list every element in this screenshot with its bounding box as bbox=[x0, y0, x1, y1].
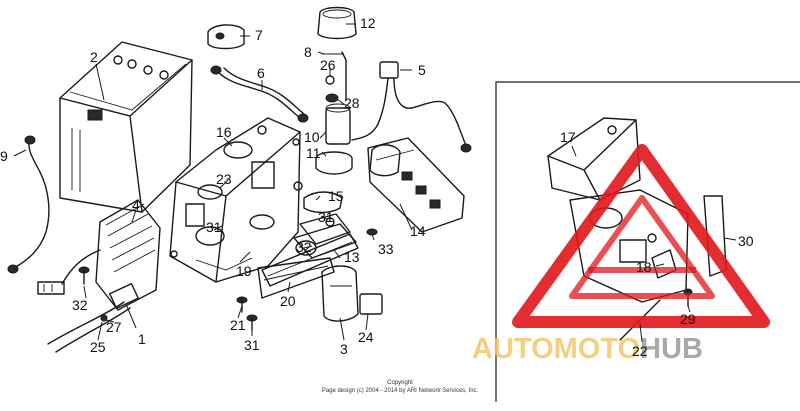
callout-30[interactable]: 30 bbox=[738, 233, 754, 249]
callout-14[interactable]: 14 bbox=[410, 223, 426, 239]
callout-28[interactable]: 28 bbox=[344, 95, 360, 111]
callout-18[interactable]: 18 bbox=[636, 259, 652, 275]
callout-6[interactable]: 6 bbox=[257, 65, 265, 81]
callout-31-a[interactable]: 31 bbox=[206, 219, 222, 235]
terminal-cover-part bbox=[207, 24, 245, 50]
callout-1[interactable]: 1 bbox=[138, 331, 146, 347]
callout-31-b[interactable]: 31 bbox=[318, 209, 334, 225]
callout-20[interactable]: 20 bbox=[280, 293, 296, 309]
callout-15[interactable]: 15 bbox=[328, 188, 344, 204]
callout-22[interactable]: 22 bbox=[632, 343, 648, 359]
svg-text:AUTOMOTOHUB: AUTOMOTOHUB bbox=[472, 333, 703, 365]
callout-31-c[interactable]: 31 bbox=[244, 337, 260, 353]
callout-19[interactable]: 19 bbox=[236, 263, 252, 279]
callout-labels: 1 2 3 4 5 6 7 8 9 10 11 12 13 14 15 16 1… bbox=[0, 15, 754, 359]
callout-7[interactable]: 7 bbox=[255, 27, 263, 43]
callout-4[interactable]: 4 bbox=[132, 197, 140, 213]
callout-12[interactable]: 12 bbox=[360, 15, 376, 31]
callout-16[interactable]: 16 bbox=[216, 124, 232, 140]
watermark-logo: AUTOMOTOHUB bbox=[472, 144, 770, 365]
callout-26[interactable]: 26 bbox=[320, 57, 336, 73]
battery-part bbox=[59, 41, 193, 213]
callout-9[interactable]: 9 bbox=[0, 148, 8, 164]
side-panel-part bbox=[261, 233, 359, 287]
callout-11[interactable]: 11 bbox=[306, 145, 321, 161]
bolt-parts bbox=[78, 228, 378, 331]
fuse-board-part bbox=[367, 137, 465, 233]
watermark-text-automoto: AUTOMOTO bbox=[472, 333, 640, 365]
callout-10[interactable]: 10 bbox=[304, 129, 320, 145]
callout-32-a[interactable]: 32 bbox=[296, 239, 312, 255]
callout-21[interactable]: 21 bbox=[230, 317, 246, 333]
starter-relay-cap-part bbox=[317, 6, 357, 40]
watermark-text-hub: HUB bbox=[640, 333, 703, 365]
rubber-pad-part bbox=[359, 293, 383, 315]
watermark-triangle-inner bbox=[569, 195, 715, 299]
starter-relay-part bbox=[315, 51, 353, 175]
rubber-strap-part bbox=[257, 257, 335, 299]
battery-cable-part bbox=[7, 135, 50, 274]
callout-13[interactable]: 13 bbox=[344, 249, 360, 265]
leader-lines bbox=[13, 23, 737, 343]
callout-2[interactable]: 2 bbox=[90, 49, 98, 65]
callout-25[interactable]: 25 bbox=[90, 339, 106, 355]
callout-27[interactable]: 27 bbox=[106, 319, 122, 335]
callout-32-b[interactable]: 32 bbox=[72, 297, 88, 313]
callout-8[interactable]: 8 bbox=[304, 44, 312, 60]
callout-17[interactable]: 17 bbox=[560, 129, 576, 145]
callout-5[interactable]: 5 bbox=[418, 62, 426, 78]
fuse-holder-part bbox=[351, 61, 472, 153]
callout-23[interactable]: 23 bbox=[216, 171, 232, 187]
regulator-part bbox=[37, 199, 161, 311]
callout-3[interactable]: 3 bbox=[340, 341, 348, 357]
copyright-notice: Page design (c) 2004 - 2014 by ARI Netwo… bbox=[322, 388, 479, 394]
callout-24[interactable]: 24 bbox=[358, 329, 374, 345]
harness-lead-part bbox=[47, 282, 139, 353]
inset-frame bbox=[495, 81, 800, 402]
main-bracket-part bbox=[169, 117, 303, 283]
ground-cable-part bbox=[210, 65, 309, 123]
terminal-boot-part bbox=[321, 265, 359, 322]
watermark-triangle-outer bbox=[512, 144, 770, 328]
copyright-title: Copyright bbox=[387, 380, 413, 386]
callout-33[interactable]: 33 bbox=[378, 241, 394, 257]
callout-29[interactable]: 29 bbox=[680, 311, 696, 327]
